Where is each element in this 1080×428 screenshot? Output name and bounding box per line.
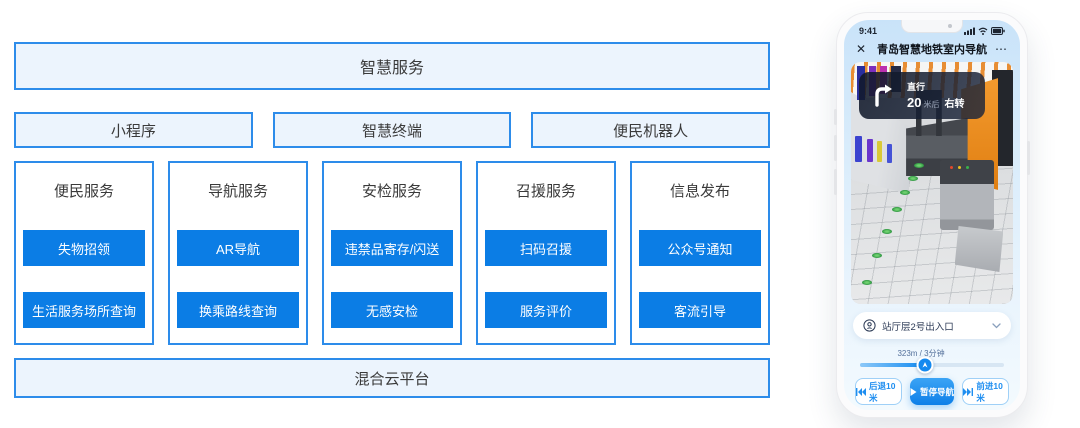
navigation-controls: 后退10米 暂停导航 前进10米 bbox=[855, 378, 1010, 405]
service-item-transfer-route-query[interactable]: 换乘路线查询 bbox=[177, 292, 299, 328]
battery-icon bbox=[991, 27, 1005, 35]
power-button bbox=[1027, 141, 1030, 175]
layer-smart-services-label: 智慧服务 bbox=[359, 60, 424, 77]
ar-door-panel bbox=[867, 139, 873, 162]
channel-mini-program: 小程序 bbox=[14, 112, 253, 148]
service-item-official-account-notice[interactable]: 公众号通知 bbox=[639, 230, 761, 266]
path-marker bbox=[872, 253, 883, 259]
phone-notch bbox=[901, 20, 963, 33]
route-progress-label: 323m / 3分钟 bbox=[897, 349, 945, 358]
ar-xray-lights bbox=[950, 166, 970, 169]
direction-distance-unit: 米后 bbox=[923, 100, 940, 109]
location-icon bbox=[863, 319, 876, 332]
status-time: 9:41 bbox=[859, 26, 878, 36]
play-icon bbox=[910, 387, 917, 396]
app-title: 青岛智慧地铁室内导航 bbox=[877, 44, 987, 56]
column-title: 信息发布 bbox=[669, 183, 730, 200]
route-progress-fill bbox=[860, 363, 925, 367]
channel-label: 智慧终端 bbox=[362, 122, 423, 140]
architecture-diagram: 智慧服务 小程序 智慧终端 便民机器人 便民服务 失物招领 生活服务场所查询 导… bbox=[14, 42, 771, 398]
step-back-label: 后退10米 bbox=[869, 380, 896, 403]
ar-navigation-view[interactable]: 直行 20 米后 右转 bbox=[851, 62, 1013, 304]
phone-mockup: 9:41 ✕ 青岛智慧地铁室内导航 ⋯ bbox=[834, 12, 1030, 418]
column-assistance-services: 召援服务 扫码召援 服务评价 bbox=[476, 161, 616, 345]
phone-screen: 9:41 ✕ 青岛智慧地铁室内导航 ⋯ bbox=[844, 20, 1020, 410]
turn-right-arrow-icon bbox=[869, 81, 897, 109]
route-progress-handle[interactable] bbox=[916, 356, 934, 374]
column-convenience-services: 便民服务 失物招领 生活服务场所查询 bbox=[14, 161, 154, 345]
path-marker bbox=[914, 163, 925, 169]
column-security-services: 安检服务 违禁品寄存/闪送 无感安检 bbox=[322, 161, 462, 345]
volume-down-button bbox=[834, 169, 837, 195]
path-marker bbox=[891, 207, 902, 213]
channel-label: 便民机器人 bbox=[613, 122, 689, 140]
service-item-seamless-security[interactable]: 无感安检 bbox=[331, 292, 453, 328]
mute-switch bbox=[834, 109, 837, 125]
service-item-service-rating[interactable]: 服务评价 bbox=[485, 292, 607, 328]
column-title: 安检服务 bbox=[361, 183, 422, 200]
path-marker bbox=[907, 175, 918, 181]
service-item-lost-and-found[interactable]: 失物招领 bbox=[23, 230, 145, 266]
more-options-icon[interactable]: ⋯ bbox=[995, 42, 1008, 56]
pause-navigation-button[interactable]: 暂停导航 bbox=[909, 378, 955, 405]
route-progress-track[interactable] bbox=[860, 356, 1004, 374]
chevron-down-icon bbox=[992, 322, 1001, 329]
step-forward-label: 前进10米 bbox=[976, 380, 1003, 403]
column-title: 导航服务 bbox=[207, 183, 268, 200]
direction-next: 右转 bbox=[944, 99, 965, 110]
bottom-sheet: 站厅层2号出入口 323m / 3分钟 bbox=[844, 304, 1020, 405]
ar-door-panel bbox=[855, 136, 862, 162]
path-marker bbox=[862, 279, 873, 285]
direction-current: 直行 bbox=[907, 82, 926, 92]
ar-door-panel bbox=[877, 141, 882, 162]
service-item-scan-for-help[interactable]: 扫码召援 bbox=[485, 230, 607, 266]
path-marker bbox=[881, 228, 892, 234]
service-item-ar-navigation[interactable]: AR导航 bbox=[177, 230, 299, 266]
service-item-passenger-flow-guidance[interactable]: 客流引导 bbox=[639, 292, 761, 328]
direction-card: 直行 20 米后 右转 bbox=[859, 72, 986, 119]
skip-back-icon bbox=[856, 387, 866, 396]
service-columns: 便民服务 失物招领 生活服务场所查询 导航服务 AR导航 换乘路线查询 安检服务… bbox=[14, 161, 770, 345]
layer-smart-services: 智慧服务 bbox=[14, 42, 770, 90]
volume-up-button bbox=[834, 135, 837, 161]
service-item-life-service-query[interactable]: 生活服务场所查询 bbox=[23, 292, 145, 328]
channel-service-robot: 便民机器人 bbox=[531, 112, 771, 148]
channel-row: 小程序 智慧终端 便民机器人 bbox=[14, 112, 771, 148]
channel-smart-terminal: 智慧终端 bbox=[272, 112, 512, 148]
layer-hybrid-cloud-label: 混合云平台 bbox=[354, 370, 430, 388]
destination-selector[interactable]: 站厅层2号出入口 bbox=[853, 312, 1011, 339]
step-back-button[interactable]: 后退10米 bbox=[855, 378, 902, 405]
direction-distance: 20 bbox=[907, 95, 922, 110]
signal-icon bbox=[964, 27, 975, 35]
ar-door-panel bbox=[887, 144, 892, 163]
column-title: 召援服务 bbox=[515, 183, 576, 200]
service-item-prohibited-items[interactable]: 违禁品寄存/闪送 bbox=[331, 230, 453, 266]
ar-conveyor bbox=[954, 226, 1004, 272]
destination-label: 站厅层2号出入口 bbox=[882, 321, 954, 333]
skip-forward-icon bbox=[963, 387, 974, 396]
path-marker bbox=[899, 190, 910, 196]
close-icon[interactable]: ✕ bbox=[856, 42, 867, 56]
ar-xray-machine bbox=[940, 160, 994, 230]
layer-hybrid-cloud: 混合云平台 bbox=[14, 358, 770, 398]
column-information-release: 信息发布 公众号通知 客流引导 bbox=[630, 161, 770, 345]
route-progress: 323m / 3分钟 bbox=[860, 348, 1004, 374]
column-title: 便民服务 bbox=[53, 183, 114, 200]
channel-label: 小程序 bbox=[110, 122, 156, 140]
pause-navigation-label: 暂停导航 bbox=[920, 386, 955, 397]
column-navigation-services: 导航服务 AR导航 换乘路线查询 bbox=[168, 161, 308, 345]
camera-icon bbox=[948, 24, 952, 28]
status-bar: 9:41 bbox=[844, 20, 1020, 36]
step-forward-button[interactable]: 前进10米 bbox=[962, 378, 1010, 405]
wifi-icon bbox=[978, 27, 988, 35]
app-header: ✕ 青岛智慧地铁室内导航 ⋯ bbox=[844, 36, 1020, 60]
